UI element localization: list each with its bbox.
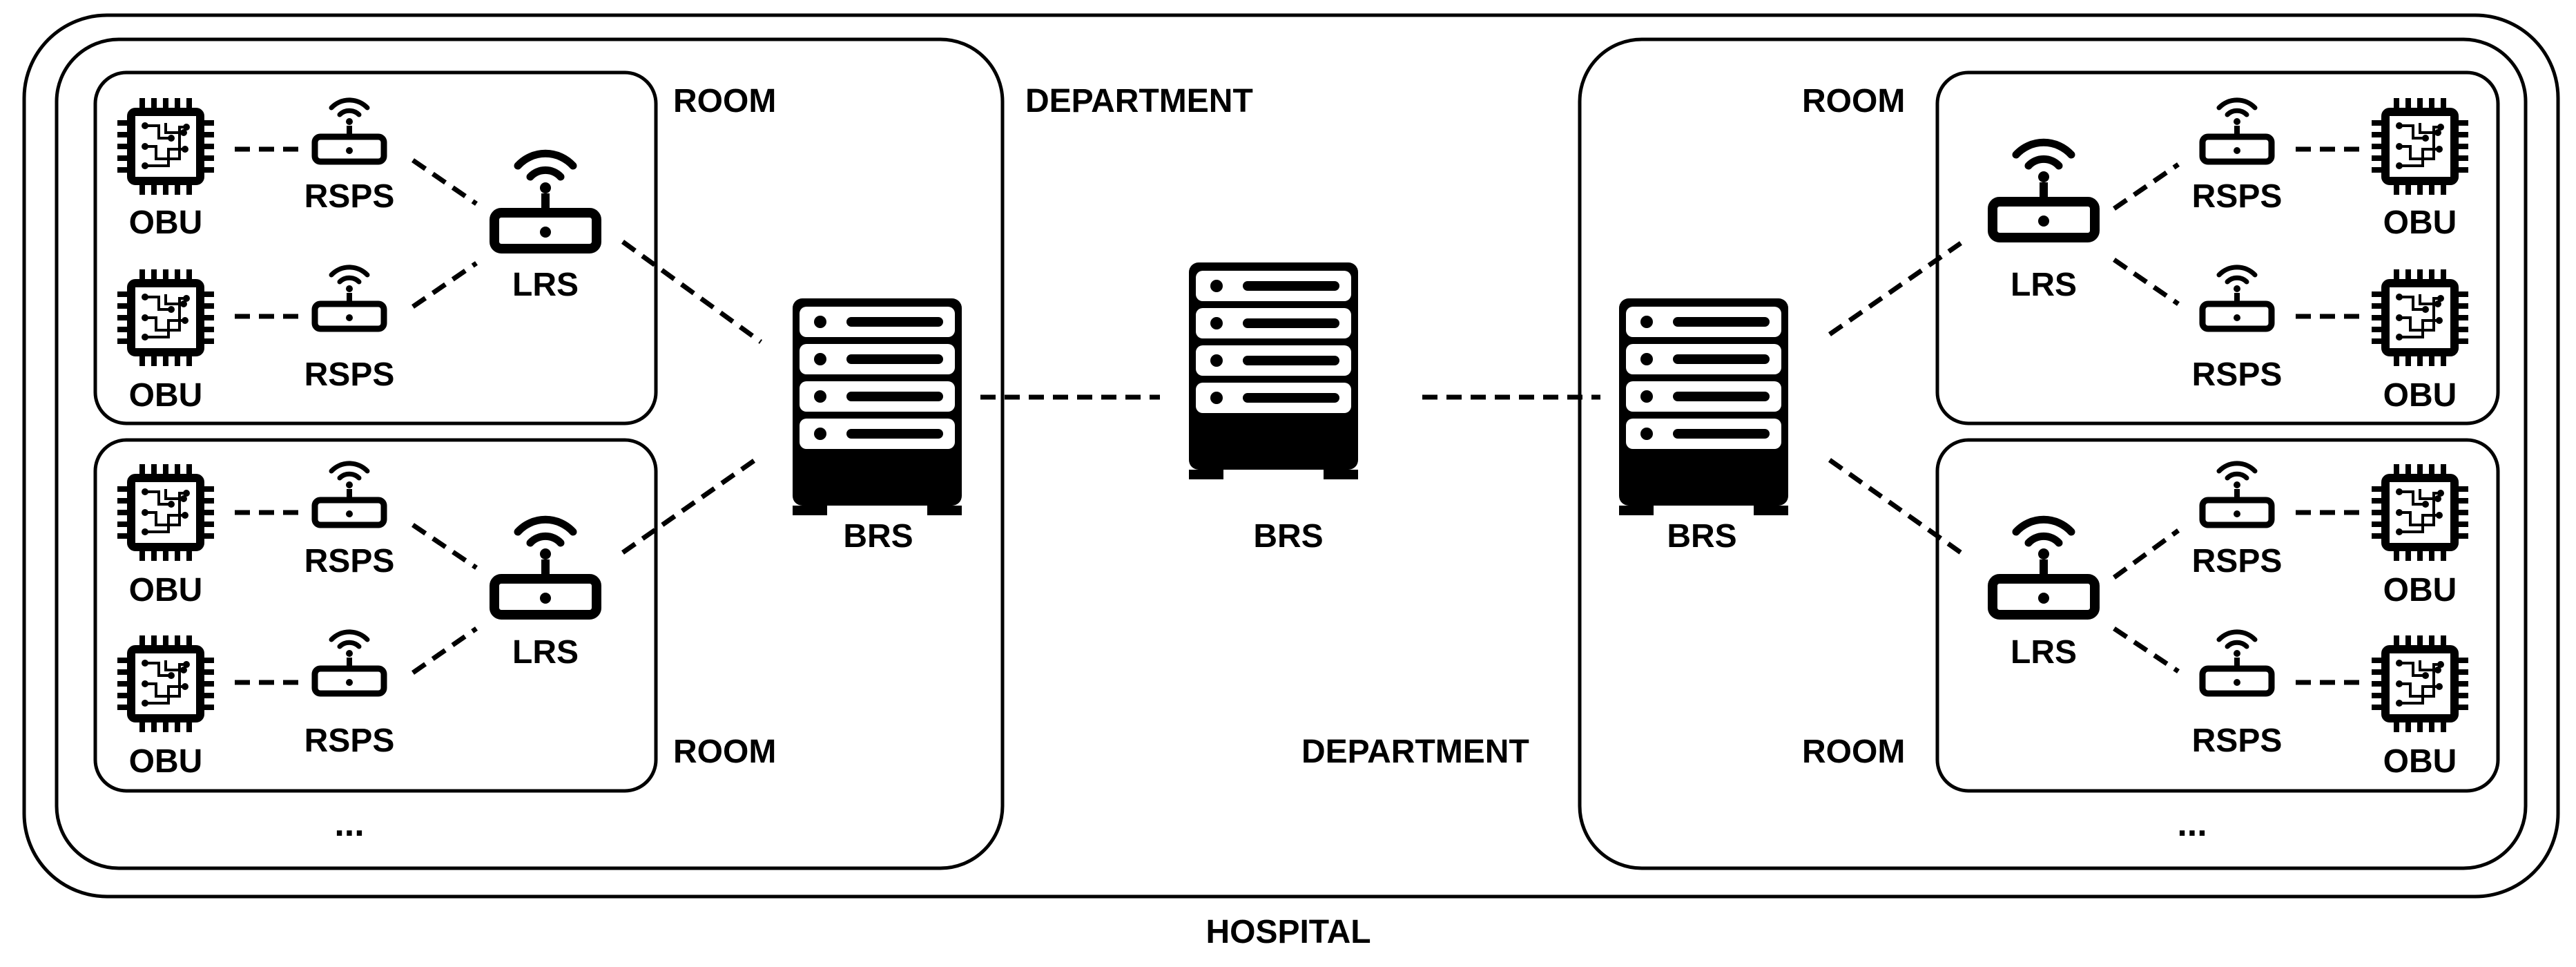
rsps-label: RSPS xyxy=(2192,722,2283,759)
obu-label: OBU xyxy=(129,743,203,780)
rsps-node: RSPS xyxy=(2192,267,2283,393)
rsps-node: RSPS xyxy=(304,632,395,759)
right-links xyxy=(1828,146,2365,685)
obu-node: OBU xyxy=(117,635,214,780)
wifi-router-icon xyxy=(315,267,384,329)
chip-icon xyxy=(2372,98,2468,195)
obu-label: OBU xyxy=(129,572,203,609)
rsps-label: RSPS xyxy=(304,722,395,759)
obu-node: OBU xyxy=(117,464,214,609)
wifi-router-icon xyxy=(494,519,597,615)
brs-node: BRS xyxy=(793,298,962,555)
brs-label: BRS xyxy=(1253,518,1323,555)
rsps-label: RSPS xyxy=(304,543,395,580)
hospital-label: HOSPITAL xyxy=(1205,914,1371,950)
lrs-node: LRS xyxy=(1993,142,2095,303)
hospital-boundary xyxy=(22,13,2560,899)
wifi-router-icon xyxy=(1993,519,2095,615)
rsps-label: RSPS xyxy=(2192,543,2283,580)
lrs-label: LRS xyxy=(512,634,579,671)
more-rooms-ellipsis: ... xyxy=(334,804,364,844)
lrs-node: LRS xyxy=(494,519,597,671)
rsps-node: RSPS xyxy=(2192,632,2283,759)
room-top-left-boundary xyxy=(93,70,658,425)
rsps-node: RSPS xyxy=(2192,100,2283,215)
room-label: ROOM xyxy=(673,83,776,119)
server-rack-icon xyxy=(1619,298,1788,515)
chip-icon xyxy=(2372,269,2468,366)
room-bottom-left-boundary xyxy=(93,438,658,793)
chip-icon xyxy=(117,269,214,366)
lrs-label: LRS xyxy=(2011,634,2077,671)
brs-node-central: BRS xyxy=(1189,262,1358,555)
lrs-label: LRS xyxy=(512,267,579,303)
room-label: ROOM xyxy=(1802,83,1905,119)
wifi-router-icon xyxy=(2202,463,2272,525)
department-label: DEPARTMENT xyxy=(1025,83,1253,119)
brs-label: BRS xyxy=(843,518,913,555)
wifi-router-icon xyxy=(494,153,597,249)
chip-icon xyxy=(2372,635,2468,732)
chip-icon xyxy=(117,464,214,561)
obu-node: OBU xyxy=(2372,635,2468,780)
server-rack-icon xyxy=(1189,262,1358,479)
wifi-router-icon xyxy=(1993,142,2095,238)
obu-label: OBU xyxy=(2383,377,2457,414)
department-left-boundary xyxy=(55,37,1005,870)
more-rooms-ellipsis: ... xyxy=(2177,804,2207,844)
wifi-router-icon xyxy=(315,100,384,162)
room-label: ROOM xyxy=(673,734,776,770)
chip-icon xyxy=(2372,464,2468,561)
obu-node: OBU xyxy=(2372,269,2468,414)
wifi-router-icon xyxy=(315,632,384,693)
room-top-right-boundary xyxy=(1935,70,2500,425)
department-right-boundary xyxy=(1578,37,2528,870)
wifi-router-icon xyxy=(2202,632,2272,693)
room-bottom-right-boundary xyxy=(1935,438,2500,793)
rsps-label: RSPS xyxy=(304,178,395,215)
wifi-router-icon xyxy=(2202,267,2272,329)
department-label: DEPARTMENT xyxy=(1301,734,1529,770)
lrs-node: LRS xyxy=(1993,519,2095,671)
obu-label: OBU xyxy=(129,204,203,241)
left-links xyxy=(235,146,763,685)
brs-label: BRS xyxy=(1667,518,1736,555)
rsps-label: RSPS xyxy=(2192,356,2283,393)
chip-icon xyxy=(117,98,214,195)
obu-node: OBU xyxy=(117,98,214,241)
server-rack-icon xyxy=(793,298,962,515)
wifi-router-icon xyxy=(315,463,384,525)
rsps-node: RSPS xyxy=(304,463,395,580)
obu-label: OBU xyxy=(2383,572,2457,609)
rsps-node: RSPS xyxy=(2192,463,2283,580)
lrs-label: LRS xyxy=(2011,267,2077,303)
rsps-label: RSPS xyxy=(2192,178,2283,215)
wifi-router-icon xyxy=(2202,100,2272,162)
obu-label: OBU xyxy=(2383,204,2457,241)
lrs-node: LRS xyxy=(494,153,597,303)
obu-label: OBU xyxy=(2383,743,2457,780)
rsps-node: RSPS xyxy=(304,267,395,393)
room-label: ROOM xyxy=(1802,734,1905,770)
obu-node: OBU xyxy=(2372,464,2468,609)
obu-node: OBU xyxy=(2372,98,2468,241)
rsps-label: RSPS xyxy=(304,356,395,393)
chip-icon xyxy=(117,635,214,732)
obu-node: OBU xyxy=(117,269,214,414)
brs-node: BRS xyxy=(1619,298,1788,555)
obu-label: OBU xyxy=(129,377,203,414)
rsps-node: RSPS xyxy=(304,100,395,215)
